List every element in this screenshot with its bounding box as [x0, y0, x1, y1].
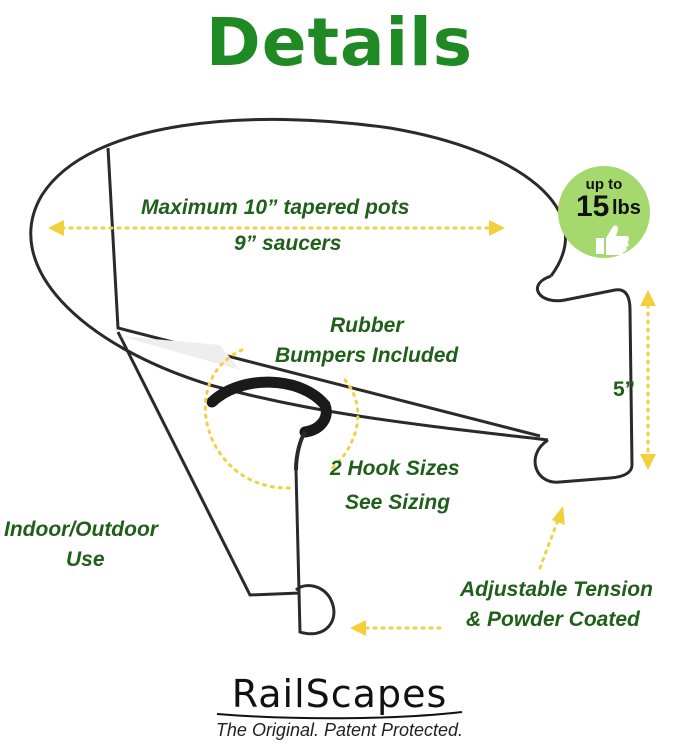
badge-weight: 15 [576, 190, 610, 223]
brand-logo: RailScapes [231, 672, 448, 716]
weight-badge: up to 15 lbs [558, 166, 650, 258]
tension-arrow-up-head [552, 506, 565, 525]
height-arrow-head-top [640, 290, 656, 306]
wire-upright [106, 147, 541, 438]
brace-shadow [120, 336, 240, 370]
hook-bumper [206, 376, 332, 438]
see-sizing-label: See Sizing [345, 491, 451, 514]
highlight-circle [203, 348, 360, 490]
thumbs-up-icon [596, 225, 630, 255]
tension-arrow-up-line [538, 518, 560, 570]
indoor-label: Indoor/Outdoor [4, 518, 158, 541]
saucers-label: 9” saucers [234, 232, 342, 255]
wire-brace [116, 331, 301, 597]
diameter-arrow-head-left [48, 220, 64, 236]
wire-clip-bottom [533, 438, 634, 484]
adjustable-label: Adjustable Tension [460, 578, 653, 601]
wire-ring [29, 117, 567, 442]
tension-arrow-left-head [350, 620, 366, 636]
hook-neck [294, 430, 307, 471]
height-arrow-head-bottom [640, 454, 656, 470]
height-label: 5” [613, 378, 636, 401]
badge-up-to: up to [585, 176, 623, 193]
max-pots-label: Maximum 10” tapered pots [141, 196, 410, 219]
badge-unit: lbs [612, 197, 641, 219]
hook-sizes-label: 2 Hook Sizes [330, 457, 460, 480]
bumpers-label: Bumpers Included [275, 344, 459, 367]
rubber-label: Rubber [330, 314, 404, 337]
brand-tagline: The Original. Patent Protected. [215, 720, 464, 740]
use-label: Use [66, 548, 105, 571]
hook-wire [294, 469, 336, 636]
page-title: Details [205, 4, 474, 81]
wire-clip-top [536, 274, 634, 466]
diameter-arrow-head-right [489, 220, 505, 236]
powder-label: & Powder Coated [466, 608, 640, 631]
brand-underline [216, 711, 463, 720]
